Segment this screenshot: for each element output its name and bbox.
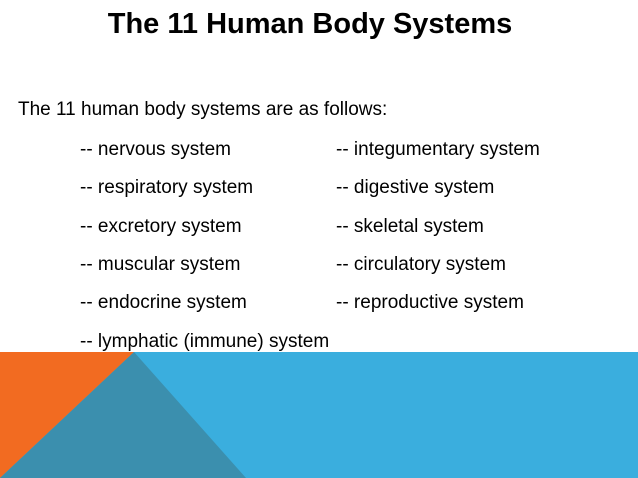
list-item-skeletal: -- skeletal system xyxy=(336,216,484,237)
list-item-respiratory: -- respiratory system xyxy=(80,177,254,198)
list-item-lymphatic: -- lymphatic (immune) system xyxy=(80,331,330,352)
list-item-excretory: -- excretory system xyxy=(80,216,242,237)
list-item-muscular: -- muscular system xyxy=(80,254,241,275)
list-item-digestive: -- digestive system xyxy=(336,177,495,198)
list-item-reproductive: -- reproductive system xyxy=(336,292,524,313)
slide-title: The 11 Human Body Systems xyxy=(107,8,513,40)
list-item-circulatory: -- circulatory system xyxy=(336,254,506,275)
list-item-integumentary: -- integumentary system xyxy=(336,139,540,160)
list-item-nervous: -- nervous system xyxy=(80,139,231,160)
intro-text: The 11 human body systems are as follows… xyxy=(18,99,388,120)
list-item-endocrine: -- endocrine system xyxy=(80,292,247,313)
